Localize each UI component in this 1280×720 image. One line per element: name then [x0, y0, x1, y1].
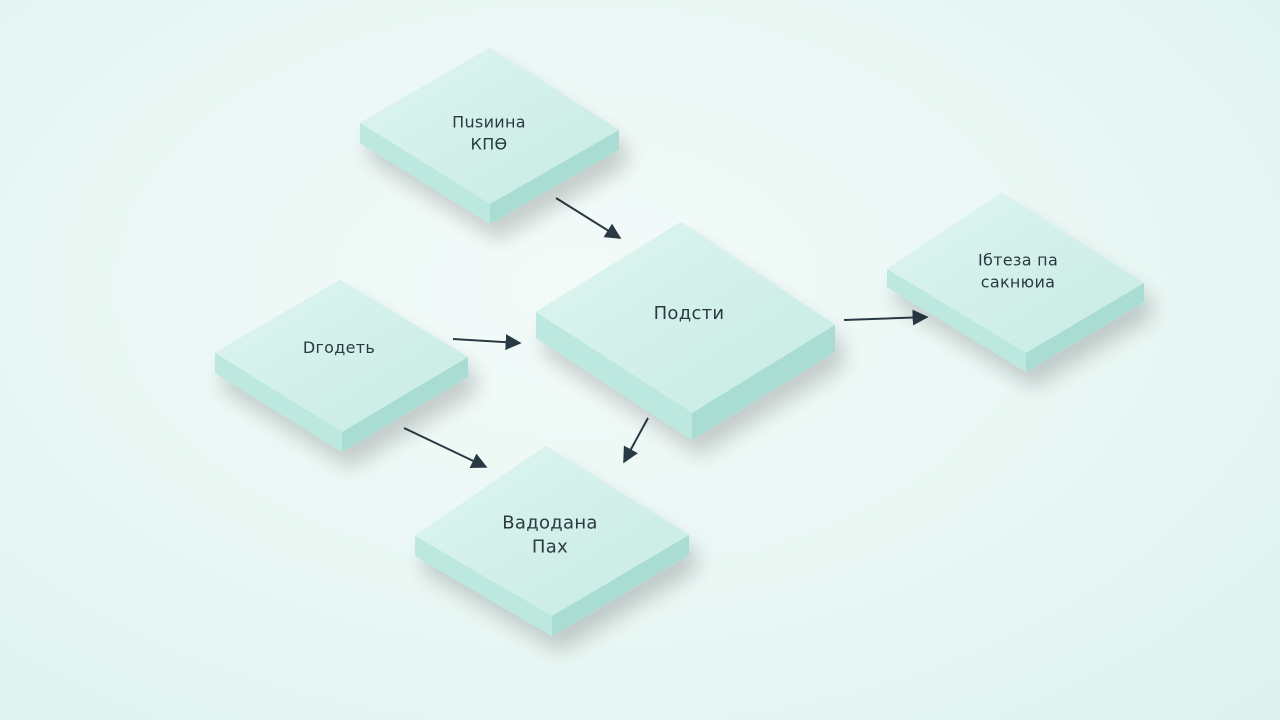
node-top-label: Пusиина КПӨ — [452, 111, 526, 154]
edge-center-to-right — [843, 309, 929, 326]
node-bottom[interactable] — [415, 446, 689, 636]
node-right[interactable] — [887, 193, 1144, 372]
node-top-label-line-2: КПӨ — [470, 134, 508, 153]
edge-left-to-center — [452, 334, 522, 351]
node-top-label-line-1: Пusиина — [452, 112, 526, 132]
node-left-label: Dгодеть — [303, 337, 375, 359]
node-top[interactable] — [360, 48, 619, 224]
node-center-label-line-1: Подсти — [653, 302, 725, 324]
node-left[interactable] — [215, 280, 468, 452]
node-center-label: Подсти — [654, 302, 725, 326]
edge-center-to-bottom — [623, 417, 649, 464]
node-center[interactable] — [536, 222, 835, 440]
node-right-label-line-2: cакнюиа — [980, 272, 1056, 291]
node-right-label-line-1: Ібтеза па — [977, 250, 1059, 270]
node-left-label-line-1: Dгодеть — [302, 338, 376, 358]
edge-left-to-bottom — [403, 427, 488, 469]
node-bottom-label-line-1: Вадодана — [502, 512, 598, 534]
edge-top-to-center — [555, 197, 622, 239]
node-right-label: Ібтеза па cакнюиа — [978, 249, 1058, 292]
node-bottom-label: Вадодана Пах — [502, 512, 598, 561]
node-bottom-label-line-2: Пах — [531, 537, 569, 558]
edges — [403, 197, 929, 469]
